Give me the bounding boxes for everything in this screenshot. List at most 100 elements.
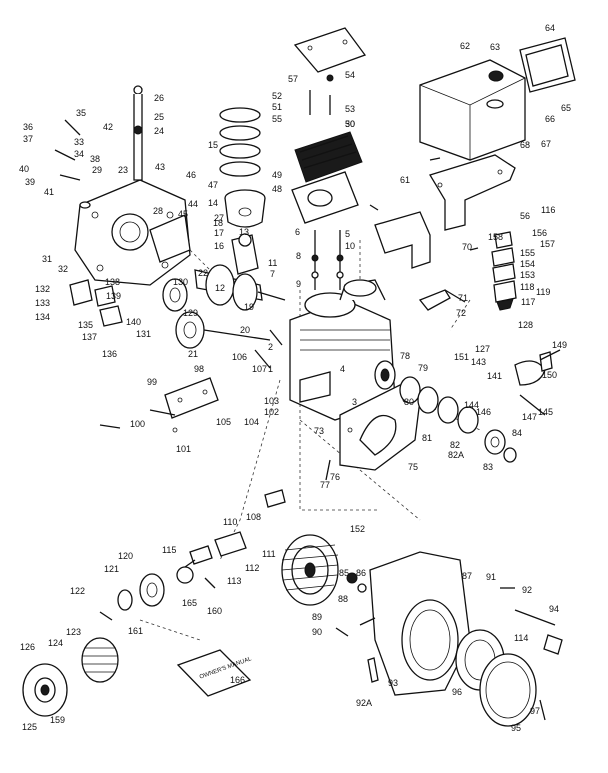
head-gasket-part	[291, 171, 359, 224]
part-label-10: 10	[345, 241, 355, 251]
owners-manual-part: OWNER'S MANUAL	[176, 649, 253, 697]
part-label-47: 47	[208, 180, 218, 190]
part-label-70: 70	[462, 242, 472, 252]
part-label-140: 140	[126, 317, 141, 327]
part-label-165: 165	[182, 598, 197, 608]
flywheel-part	[281, 534, 339, 606]
part-label-37: 37	[23, 134, 33, 144]
part-label-52: 52	[272, 91, 282, 101]
part-label-157: 157	[540, 239, 555, 249]
part-label-65: 65	[561, 103, 571, 113]
part-label-64: 64	[545, 23, 555, 33]
part-label-26: 26	[154, 93, 164, 103]
part-label-72: 72	[456, 308, 466, 318]
part-label-117: 117	[521, 297, 535, 307]
part-label-112: 112	[245, 563, 259, 573]
part-label-54: 54	[345, 70, 355, 80]
part-label-156: 156	[532, 228, 547, 238]
ignition-parts	[176, 531, 247, 584]
part-label-68: 68	[520, 140, 530, 150]
part-label-152: 152	[350, 524, 365, 534]
part-label-111: 111	[262, 549, 276, 559]
part-label-32: 32	[58, 264, 68, 274]
choke-lever-part	[418, 289, 466, 311]
cylinder-head-part	[294, 131, 363, 183]
part-label-80: 80	[404, 397, 414, 407]
part-label-30: 30	[345, 119, 355, 129]
tank-cap-part	[488, 70, 504, 82]
part-label-46: 46	[186, 170, 196, 180]
part-label-34: 34	[74, 149, 84, 159]
part-label-50: 50	[345, 119, 355, 129]
part-label-99: 99	[147, 377, 157, 387]
part-label-2: 2	[268, 342, 273, 352]
crankshaft-part	[194, 264, 286, 311]
recoil-starter-part	[455, 629, 537, 727]
part-label-160: 160	[207, 606, 222, 616]
part-label-14: 14	[208, 198, 218, 208]
part-label-106: 106	[232, 352, 247, 362]
crankcase-cover-part	[74, 179, 191, 286]
part-label-91: 91	[486, 572, 496, 582]
part-label-130: 130	[173, 277, 188, 287]
part-label-67: 67	[541, 139, 551, 149]
fuel-tank-part	[419, 59, 526, 161]
part-label-49: 49	[272, 170, 282, 180]
cylinder-block-part	[289, 279, 396, 421]
part-label-93: 93	[388, 678, 398, 688]
part-label-85: 85	[339, 568, 349, 578]
pulley-part	[175, 311, 271, 349]
part-label-127: 127	[475, 344, 490, 354]
part-label-25: 25	[154, 112, 164, 122]
part-label-119: 119	[536, 287, 550, 297]
flywheel-nut-part	[346, 572, 367, 593]
part-label-63: 63	[490, 42, 500, 52]
part-label-96: 96	[452, 687, 462, 697]
part-label-110: 110	[223, 517, 237, 527]
part-label-147: 147	[522, 412, 537, 422]
part-label-95: 95	[511, 723, 521, 733]
part-label-8: 8	[296, 251, 301, 261]
part-label-21: 21	[188, 349, 198, 359]
part-label-16: 16	[214, 241, 224, 251]
part-label-126: 126	[20, 642, 35, 652]
part-label-121: 121	[104, 564, 119, 574]
tank-strap-part	[519, 37, 576, 93]
carburetor-parts	[491, 231, 517, 311]
part-label-166: 166	[230, 675, 245, 685]
part-label-39: 39	[25, 177, 35, 187]
part-label-56: 56	[520, 211, 530, 221]
part-label-86: 86	[356, 568, 366, 578]
part-label-108: 108	[246, 512, 261, 522]
part-label-129: 129	[183, 308, 198, 318]
part-label-123: 123	[66, 627, 81, 637]
part-label-137: 137	[82, 332, 97, 342]
part-label-125: 125	[22, 722, 37, 732]
part-label-12: 12	[215, 283, 225, 293]
part-label-132: 132	[35, 284, 50, 294]
part-label-115: 115	[162, 545, 176, 555]
bearing-part	[374, 360, 396, 390]
part-label-5: 5	[345, 229, 350, 239]
part-label-75: 75	[408, 462, 418, 472]
part-label-94: 94	[549, 604, 559, 614]
part-label-120: 120	[118, 551, 133, 561]
part-label-88: 88	[338, 594, 348, 604]
tank-bracket-part	[429, 154, 516, 231]
part-label-131: 131	[136, 329, 151, 339]
part-label-29: 29	[92, 165, 102, 175]
part-label-124: 124	[48, 638, 63, 648]
part-label-73: 73	[314, 426, 324, 436]
part-number-labels: 1234567891011121314151617181920212223242…	[19, 23, 571, 733]
part-label-92: 92	[522, 585, 532, 595]
part-label-79: 79	[418, 363, 428, 373]
breather-cover-part	[149, 377, 219, 433]
part-label-51: 51	[272, 102, 282, 112]
part-label-103: 103	[264, 396, 279, 406]
part-label-18: 18	[213, 218, 223, 228]
part-label-61: 61	[400, 175, 410, 185]
part-label-48: 48	[272, 184, 282, 194]
part-label-104: 104	[244, 417, 259, 427]
